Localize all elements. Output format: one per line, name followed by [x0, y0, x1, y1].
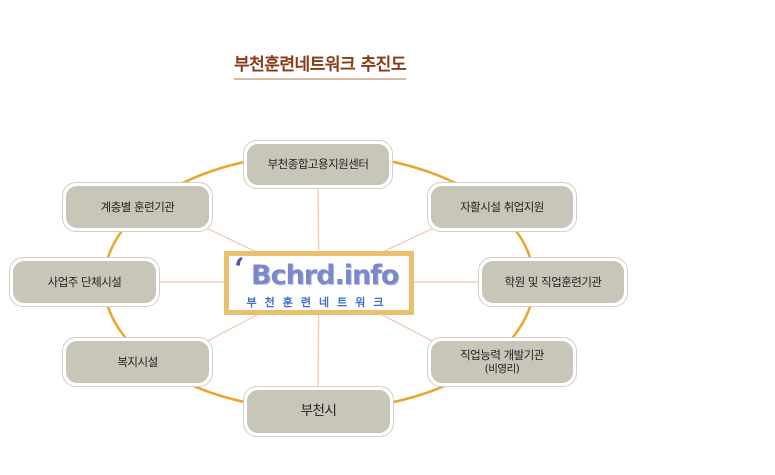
- node-self-support: 자활시설 취업지원: [427, 182, 577, 232]
- node-self-support-label: 자활시설 취업지원: [431, 186, 573, 228]
- node-level-training-label: 계층별 훈련기관: [66, 186, 209, 228]
- node-welfare: 복지시설: [62, 337, 213, 387]
- node-welfare-label: 복지시설: [66, 341, 209, 383]
- node-nonprofit-development: 직업능력 개발기관 (비영리): [427, 337, 577, 387]
- logo-subtitle: 부천훈련네트워크: [246, 296, 392, 309]
- logo-quote-mark: ‘: [234, 252, 245, 287]
- node-employer-groups: 사업주 단체시설: [9, 257, 160, 307]
- center-logo-box: ‘ Bchrd.info 부천훈련네트워크: [224, 251, 414, 315]
- node-bucheon-city-label: 부천시: [247, 390, 390, 433]
- node-nonprofit-line1: 직업능력 개발기관: [460, 348, 544, 363]
- node-level-training: 계층별 훈련기관: [62, 182, 213, 232]
- node-employment-center-label: 부천종합고용지원센터: [247, 144, 389, 185]
- node-employment-center: 부천종합고용지원센터: [243, 140, 393, 189]
- node-academies-label: 학원 및 직업훈련기관: [482, 261, 624, 303]
- node-bucheon-city: 부천시: [243, 386, 394, 437]
- logo-text: Bchrd.info: [251, 260, 399, 291]
- node-employer-groups-label: 사업주 단체시설: [13, 261, 156, 303]
- node-academies: 학원 및 직업훈련기관: [478, 257, 628, 307]
- node-nonprofit-development-label: 직업능력 개발기관 (비영리): [431, 341, 573, 383]
- node-nonprofit-line2: (비영리): [484, 362, 520, 375]
- diagram-title: 부천훈련네트워크 추진도: [234, 50, 406, 80]
